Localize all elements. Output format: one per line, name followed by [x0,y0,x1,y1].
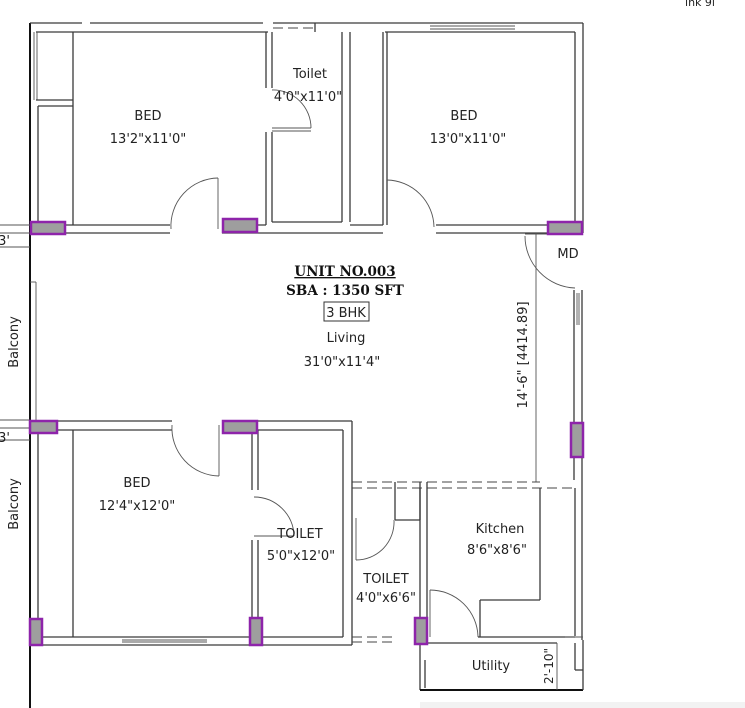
living-size: 31'0"x11'4" [304,355,380,370]
column-marker [221,419,259,435]
bed1-name: BED [134,109,161,124]
utility-name: Utility [472,659,511,674]
bed1-size: 13'2"x11'0" [110,132,186,147]
bottom-strip [420,702,745,708]
living-name: Living [327,331,366,346]
unit-title: UNIT NO.003 [294,264,395,280]
room-kitchen [429,488,576,638]
column-marker [29,220,67,236]
balcony1-dim: 3' [0,234,10,249]
room-toilet1 [265,32,383,234]
toilet3-size: 4'0"x6'6" [356,591,416,606]
column-marker [413,616,429,646]
bed2-name: BED [450,109,477,124]
toilet1-size: 4'0"x11'0" [274,90,342,105]
column-marker [248,616,264,647]
bed2-size: 13'0"x11'0" [430,132,506,147]
vertical-dimension: 14'-6" [4414.89] [516,301,531,408]
bhk-badge-box [323,301,370,322]
balcony1-label: Balcony [7,316,22,368]
room-utility [419,636,584,691]
balcony2-label: Balcony [7,478,22,530]
toilet2-size: 5'0"x12'0" [267,549,335,564]
column-markers [28,217,585,647]
toilet2-name: TOILET [276,527,322,542]
column-marker [28,419,59,435]
balcony2-dim: 3' [0,431,10,446]
bed3-name: BED [123,476,150,491]
utility-dimension: 2'-10" [542,648,556,684]
bhk-badge: 3 BHK [326,306,366,321]
balcony-walls [0,224,37,441]
column-marker [221,217,259,234]
column-marker [546,220,584,236]
outer-walls [29,22,584,708]
toilet1-name: Toilet [292,67,327,82]
kitchen-name: Kitchen [476,522,525,537]
room-toilet3 [351,480,575,645]
sba-text: SBA : 1350 SFT [286,283,404,299]
corner-text: lnk 9l [685,0,715,9]
column-marker [28,617,44,647]
bed3-size: 12'4"x12'0" [99,499,175,514]
column-marker [569,421,585,459]
main-door-label: MD [557,247,578,262]
toilet3-name: TOILET [362,572,408,587]
kitchen-size: 8'6"x8'6" [467,543,527,558]
